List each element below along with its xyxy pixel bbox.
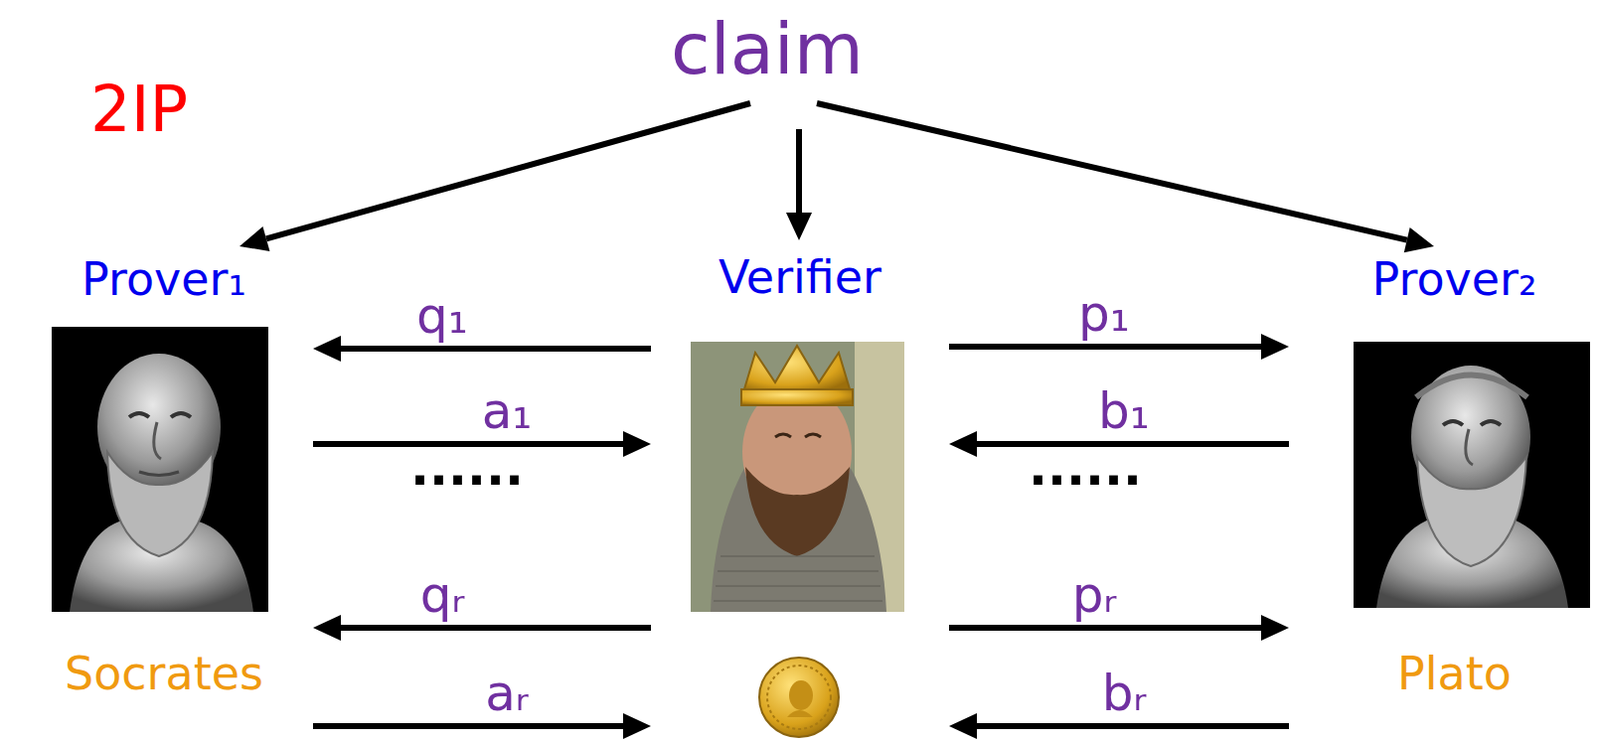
role-name: Verifier <box>718 252 882 304</box>
arrow-head <box>313 335 341 362</box>
arrow-shaft <box>340 345 651 352</box>
arrow-head <box>239 226 270 252</box>
message-arrow <box>949 615 1289 641</box>
verifier-portrait <box>690 341 905 613</box>
message-arrow <box>239 103 751 252</box>
person-name: Socrates <box>64 648 264 700</box>
message-label: qᵣ <box>420 570 466 621</box>
message-arrow <box>786 129 812 241</box>
role-name: Prover₂ <box>1372 254 1538 306</box>
arrow-shaft <box>949 343 1262 350</box>
arrow-head <box>786 212 812 241</box>
arrow-head <box>623 713 651 740</box>
arrow-head <box>313 615 341 641</box>
prover-box: Prover₂ Plato <box>1313 250 1596 704</box>
prover-box: Prover₁ Socrates <box>39 250 289 704</box>
message-label: b₁ <box>1098 386 1150 437</box>
message-label: aᵣ <box>484 668 529 719</box>
message-arrow <box>816 103 1435 253</box>
person-name: Plato <box>1397 648 1512 700</box>
arrow-shaft <box>976 723 1289 730</box>
arrow-head <box>949 713 977 740</box>
message-arrow <box>313 335 651 362</box>
message-arrow <box>313 615 651 641</box>
plato-bust <box>1353 341 1591 609</box>
message-label: p₁ <box>1078 289 1130 339</box>
message-arrow <box>313 713 651 740</box>
arrow-shaft <box>266 103 751 239</box>
claim-text: claim <box>670 9 864 89</box>
message-label: bᵣ <box>1102 668 1147 719</box>
arrow-head <box>1404 227 1435 253</box>
arrow-head <box>949 431 977 458</box>
arrow-head <box>1261 333 1289 360</box>
arrow-shaft <box>949 625 1262 632</box>
socrates-bust <box>51 326 269 613</box>
ellipsis-dots: ...... <box>410 443 524 493</box>
protocol-title: 2IP <box>90 77 188 142</box>
message-label: a₁ <box>481 386 533 437</box>
arrow-shaft <box>313 723 624 730</box>
message-label: pᵣ <box>1072 570 1118 621</box>
arrow-head <box>1261 615 1289 641</box>
arrow-shaft <box>340 625 651 632</box>
gold-coin <box>759 657 839 738</box>
arrow-shaft <box>796 129 802 213</box>
role-name: Prover₁ <box>81 254 247 306</box>
verifier-box: Verifier <box>675 244 925 738</box>
message-label: q₁ <box>416 291 469 341</box>
arrow-head <box>623 431 651 458</box>
arrow-shaft <box>816 103 1408 241</box>
ellipsis-dots: ...... <box>1028 443 1142 493</box>
claim-box: claim <box>657 7 877 100</box>
